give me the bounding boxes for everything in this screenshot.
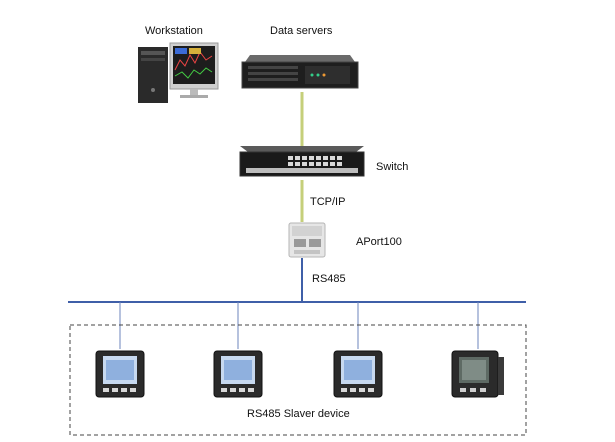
slaver-device-frame (69, 324, 527, 436)
workstation-label: Workstation (145, 25, 203, 37)
meter-device-2 (213, 350, 263, 398)
rs485-label: RS485 (312, 273, 346, 285)
switch-icon (239, 146, 365, 177)
meter-device-1 (95, 350, 145, 398)
switch-label: Switch (376, 161, 409, 173)
tcpip-label: TCP/IP (310, 196, 346, 208)
data-server-icon (241, 55, 359, 89)
meter-device-4 (451, 350, 504, 398)
data-servers-label: Data servers (270, 25, 333, 37)
slaver-device-label: RS485 Slaver device (247, 408, 350, 420)
meter-device-3 (333, 350, 383, 398)
aport100-label: APort100 (356, 236, 402, 248)
aport100-gateway-icon (288, 222, 326, 258)
workstation-icon (138, 42, 219, 103)
